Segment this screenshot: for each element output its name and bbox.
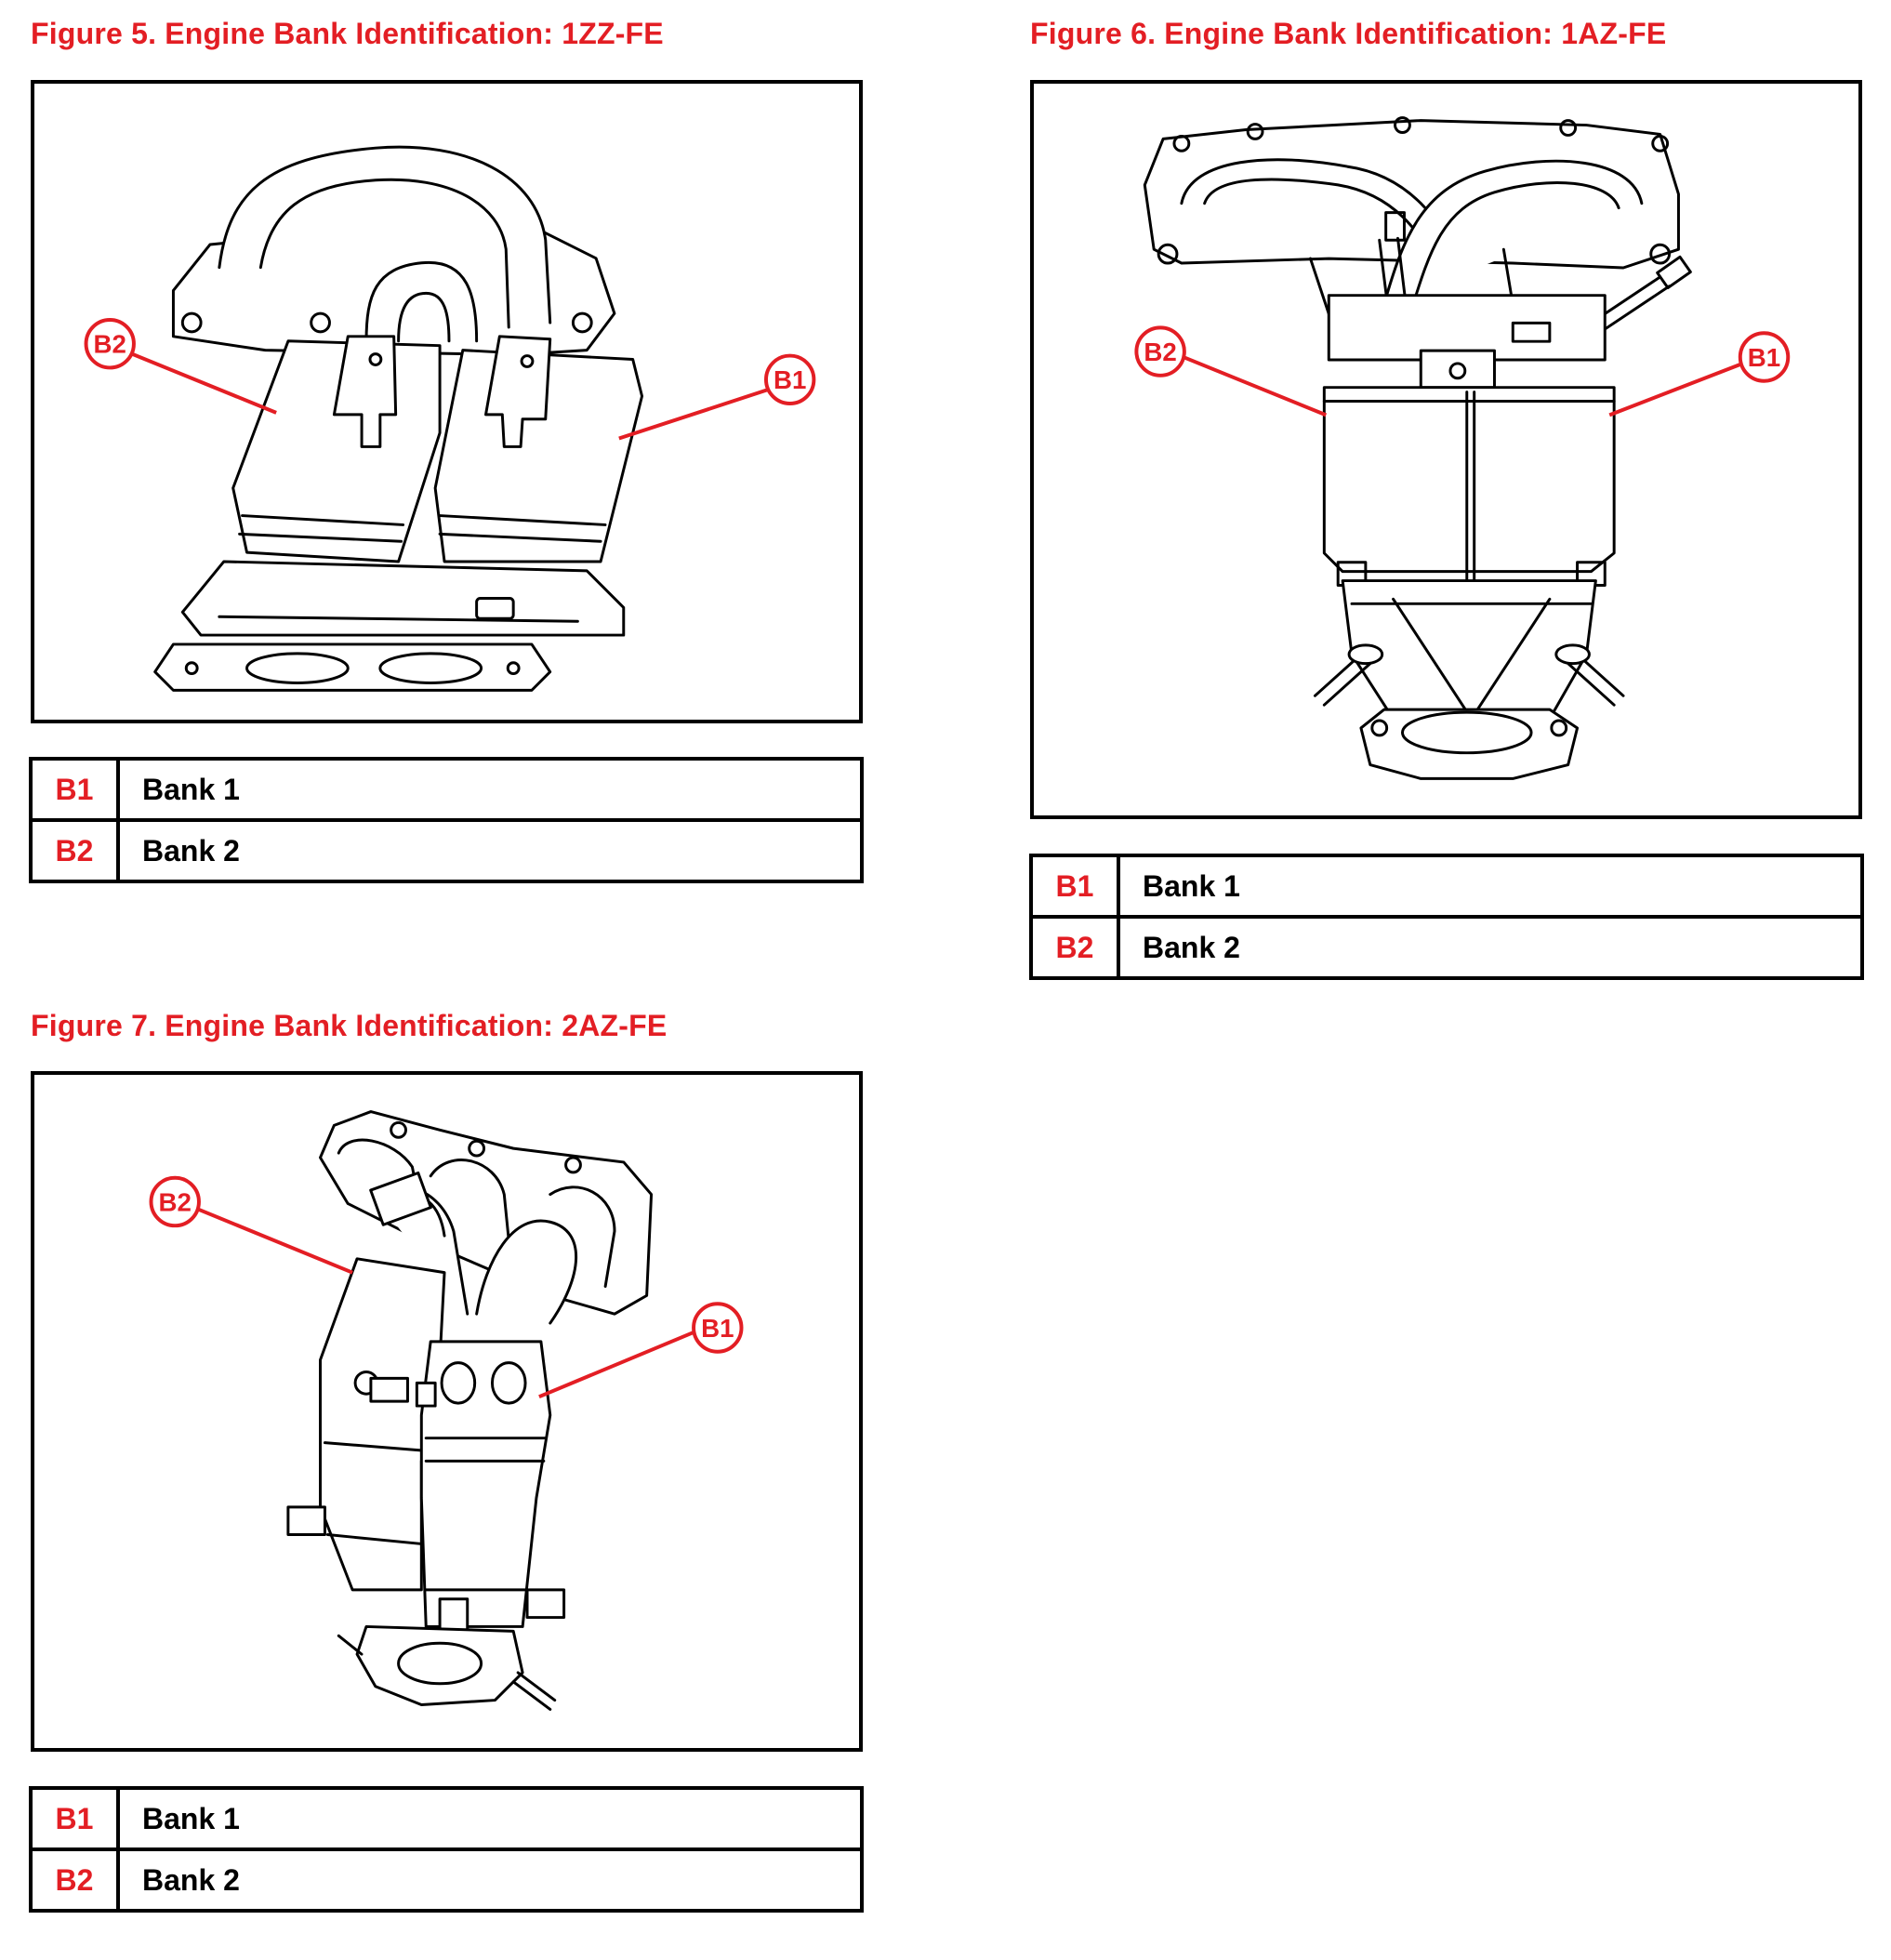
legend-row-b2: B2 Bank 2 [33,1847,860,1909]
figure-6-legend: B1 Bank 1 B2 Bank 2 [1029,854,1864,980]
legend-label: Bank 1 [142,1801,240,1835]
figure-5-title: Figure 5. Engine Bank Identification: 1Z… [31,17,664,50]
legend-code: B1 [33,1790,120,1847]
figure-5-diagram: B2 B1 [31,80,863,723]
callout-b1: B1 [701,1314,734,1343]
figure-6-diagram: B2 B1 [1030,80,1862,819]
legend-label: Bank 1 [142,772,240,806]
callout-b2: B2 [1144,338,1176,366]
figure-7-title: Figure 7. Engine Bank Identification: 2A… [31,1009,668,1042]
legend-label: Bank 1 [1143,868,1240,903]
legend-code: B2 [1033,919,1120,976]
legend-row-b1: B1 Bank 1 [33,761,860,818]
legend-label: Bank 2 [1143,930,1240,964]
legend-code: B1 [1033,857,1120,915]
legend-row-b2: B2 Bank 2 [1033,915,1860,976]
legend-label: Bank 2 [142,1862,240,1897]
legend-label: Bank 2 [142,833,240,867]
legend-code: B1 [33,761,120,818]
manifold-1zz-fe-drawing: B2 B1 [84,145,816,692]
figure-6-title: Figure 6. Engine Bank Identification: 1A… [1030,17,1667,50]
legend-row-b1: B1 Bank 1 [33,1790,860,1847]
figure-5-legend: B1 Bank 1 B2 Bank 2 [29,757,864,883]
callout-b2: B2 [159,1187,192,1216]
callout-b2: B2 [94,330,126,359]
manifold-1az-fe-drawing: B2 B1 [1134,116,1791,780]
figure-7-legend: B1 Bank 1 B2 Bank 2 [29,1786,864,1913]
figure-7-diagram: B2 B1 [31,1071,863,1752]
legend-row-b2: B2 Bank 2 [33,818,860,880]
callout-b1: B1 [774,365,806,394]
legend-code: B2 [33,822,120,880]
legend-code: B2 [33,1851,120,1909]
callout-b1: B1 [1748,343,1780,372]
manifold-2az-fe-drawing: B2 B1 [149,1110,744,1711]
legend-row-b1: B1 Bank 1 [1033,857,1860,915]
